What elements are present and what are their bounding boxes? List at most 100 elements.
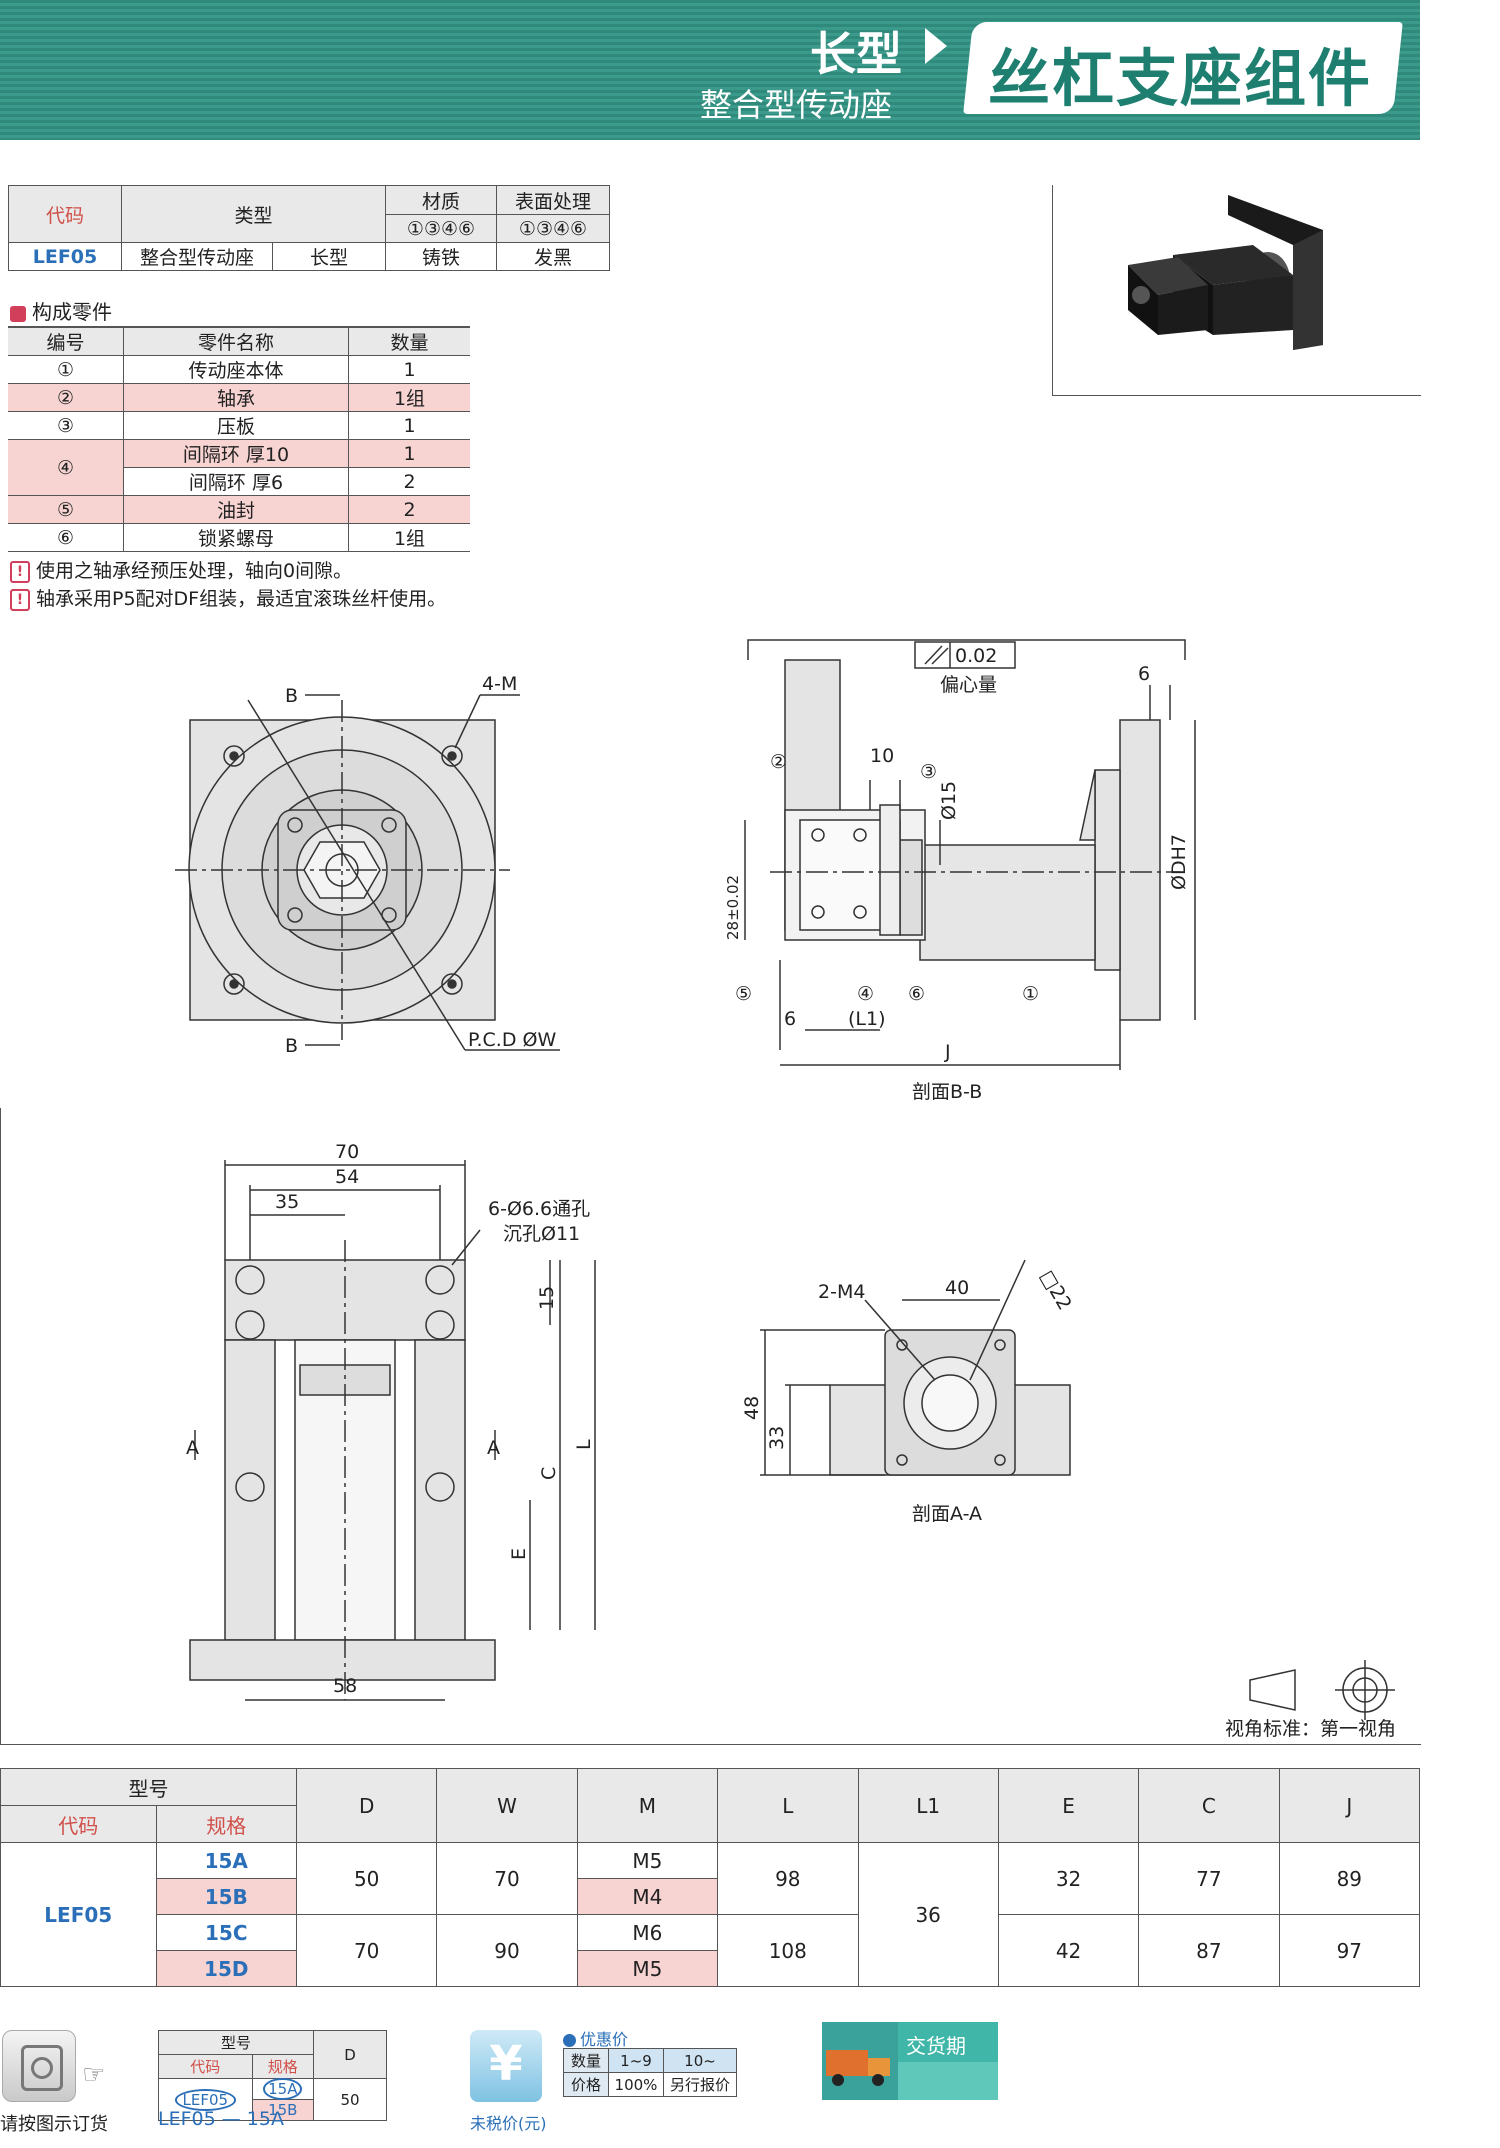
discount-qty-1: 1~9 <box>608 2048 664 2073</box>
bb-label-6: ⑥ <box>908 983 925 1005</box>
spec-material: 铸铁 <box>385 242 497 271</box>
mini-code-cell: LEF05 <box>158 2078 253 2121</box>
warning-icon: ! <box>10 560 30 583</box>
parts-header-no: 编号 <box>8 326 124 356</box>
bb-label-3: ③ <box>920 761 937 783</box>
g1-l: 98 <box>717 1842 859 1915</box>
part-no: ⑥ <box>8 523 124 552</box>
top-a-right: A <box>487 1437 500 1459</box>
top-dim-l: L <box>573 1439 595 1450</box>
product-photo-frame <box>1052 185 1421 396</box>
spec-15c: 15C <box>155 1914 297 1951</box>
bb-dim-6: 6 <box>784 1008 796 1030</box>
bb-label-1: ① <box>1022 983 1039 1005</box>
parts-header-qty: 数量 <box>348 326 470 356</box>
front-b-top: B <box>285 685 298 707</box>
spec-sub-material: ①③④⑥ <box>385 214 497 243</box>
col-c: C <box>1138 1768 1280 1843</box>
delivery-truck-icon <box>822 2022 898 2100</box>
top-dim-70: 70 <box>335 1141 359 1163</box>
view-standard: 视角标准：第一视角 <box>1225 1718 1396 1740</box>
bb-caption: 剖面B-B <box>912 1081 982 1103</box>
part-qty: 1 <box>348 355 470 384</box>
discount-qty-label: 数量 <box>563 2048 609 2073</box>
mini-d-header: D <box>313 2030 387 2079</box>
order-example: LEF05 — 15A <box>158 2108 284 2130</box>
discount-qty-2: 10~ <box>663 2048 737 2073</box>
spec-type2: 长型 <box>272 242 386 271</box>
col-l: L <box>717 1768 859 1843</box>
spec-table: 代码 类型 材质 表面处理 ①③④⑥ ①③④⑥ LEF05 整合型传动座 长型 … <box>8 184 610 271</box>
mini-spec-a: 15A <box>263 2078 303 2100</box>
col-l1: L1 <box>857 1768 999 1843</box>
mini-code: LEF05 <box>174 2088 237 2111</box>
mini-model: 型号 <box>158 2030 314 2055</box>
bb-dim-6-top: 6 <box>1138 663 1150 685</box>
bb-dim-10: 10 <box>870 745 894 767</box>
delivery-label: 交货期 <box>906 2034 966 2058</box>
top-dim-35: 35 <box>275 1191 299 1213</box>
mini-spec-header: 规格 <box>251 2054 315 2079</box>
g1-d: 50 <box>295 1842 438 1915</box>
m-15c: M6 <box>576 1914 719 1951</box>
parts-header-name: 零件名称 <box>123 326 349 356</box>
yen-icon: ¥ <box>470 2030 542 2102</box>
m-15d: M5 <box>576 1950 719 1987</box>
part-no: ① <box>8 355 124 384</box>
top-view <box>189 1160 596 1701</box>
phone-icon <box>2 2030 76 2102</box>
top-hole-note1: 6-Ø6.6通孔 <box>488 1198 590 1220</box>
bb-dim-28: 28±0.02 <box>724 875 742 940</box>
col-m: M <box>576 1768 719 1843</box>
top-dim-c: C <box>538 1467 560 1480</box>
note-text: 轴承采用P5配对DF组装，最适宜滚珠丝杆使用。 <box>36 588 447 610</box>
part-qty: 1组 <box>348 523 470 552</box>
aa-dim-33: 33 <box>766 1426 788 1450</box>
bb-dim-d: ØDH7 <box>1168 834 1190 890</box>
spec-15d: 15D <box>155 1950 297 1987</box>
section-bb-view <box>744 639 1196 1070</box>
parts-section-title: 构成零件 <box>10 296 112 325</box>
bb-dim-l1: (L1) <box>848 1008 886 1030</box>
aa-dim-40: 40 <box>945 1277 969 1299</box>
sub-spec: 规格 <box>155 1805 297 1843</box>
aa-dim-48: 48 <box>741 1396 763 1420</box>
part-name: 传动座本体 <box>123 355 349 384</box>
g1-w: 70 <box>436 1842 578 1915</box>
spec-code: LEF05 <box>8 242 122 271</box>
pointing-hand-icon: ☞ <box>82 2060 106 2090</box>
spec-header-material: 材质 <box>385 184 497 216</box>
g2-c: 87 <box>1138 1914 1280 1987</box>
spec-header-code: 代码 <box>8 185 122 243</box>
aa-caption: 剖面A-A <box>912 1503 982 1525</box>
part-name: 锁紧螺母 <box>123 523 349 552</box>
part-name: 间隔环 厚6 <box>123 467 349 496</box>
col-j: J <box>1278 1768 1421 1843</box>
discount-price-label: 价格 <box>563 2072 609 2097</box>
parts-title-text: 构成零件 <box>32 300 112 324</box>
price-label: 未税价(元) <box>470 2114 547 2133</box>
front-b-bottom: B <box>285 1035 298 1057</box>
section-marker-icon <box>10 305 26 322</box>
bb-dim-j: J <box>944 1041 951 1063</box>
g1-c: 77 <box>1138 1842 1280 1915</box>
spec-sub-surface: ①③④⑥ <box>496 214 610 243</box>
chevron-right-icon <box>925 28 947 64</box>
discount-title-text: 优惠价 <box>580 2030 629 2049</box>
part-qty: 2 <box>348 467 470 496</box>
mini-spec-a-cell: 15A <box>251 2078 315 2100</box>
g2-l: 108 <box>717 1914 859 1987</box>
top-dim-58: 58 <box>333 1675 357 1697</box>
part-no: ③ <box>8 411 124 440</box>
spec-header-type: 类型 <box>121 185 386 243</box>
part-name: 轴承 <box>123 383 349 412</box>
col-w: W <box>436 1768 578 1843</box>
section-aa-view <box>760 1259 1071 1476</box>
